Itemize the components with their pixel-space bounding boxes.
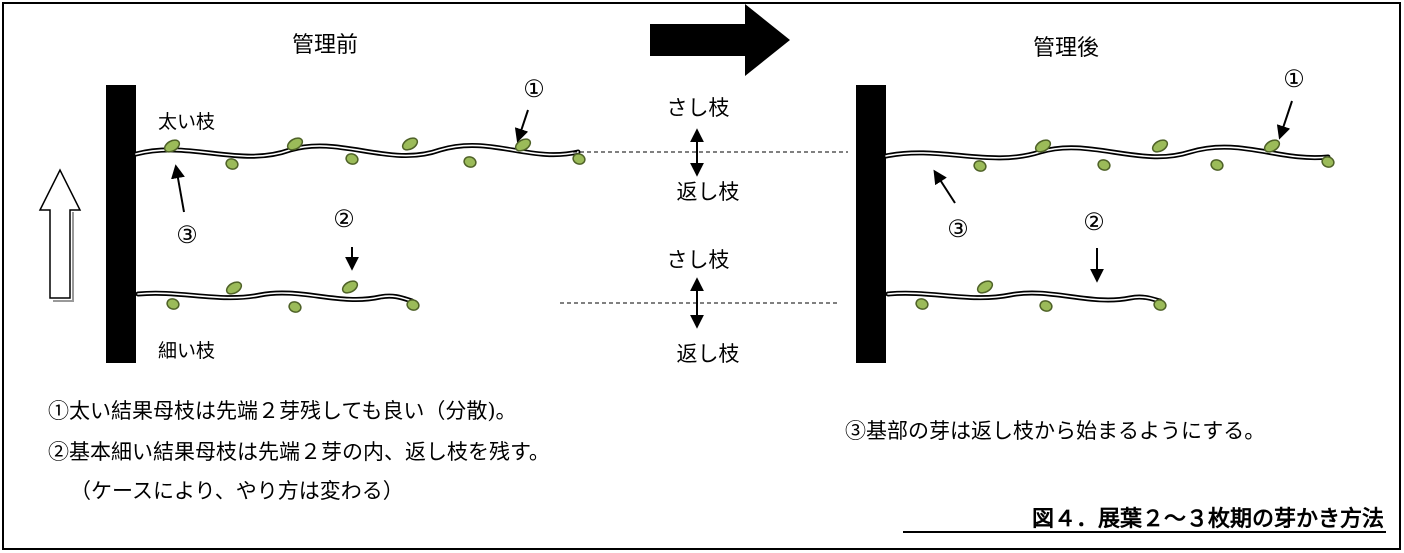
bud — [225, 281, 243, 295]
lower-sashi-label: さし枝 — [667, 248, 730, 272]
thick-branch-label: 太い枝 — [158, 111, 215, 133]
arrow-3-before — [171, 164, 185, 213]
bud — [341, 280, 359, 294]
bud — [1097, 159, 1111, 171]
bud — [1263, 139, 1281, 153]
bud — [572, 153, 586, 165]
upper-kaeshi-label: 返し枝 — [677, 180, 740, 204]
buds-thin-before — [166, 280, 420, 313]
bud — [973, 160, 987, 172]
upper-sashi-label: さし枝 — [667, 96, 730, 120]
note-line-1: ①太い結果母枝は先端２芽残しても良い（分散)。 — [48, 399, 517, 423]
buds-thin-after — [915, 280, 1167, 312]
note-line-3: （ケースにより、やり方は変わる） — [70, 479, 404, 503]
buds-thick-before — [163, 137, 586, 170]
thin-branch-before — [135, 290, 415, 304]
note-line-2: ②基本細い結果母枝は先端２芽の内、返し枝を残す。 — [48, 440, 550, 464]
bud — [1151, 139, 1169, 153]
bud — [1034, 139, 1052, 153]
figure-caption: 図４．展葉２～３枚期の芽かき方法 — [1032, 506, 1384, 532]
marker-1-after: ① — [1283, 65, 1305, 93]
note-line-4: ③基部の芽は返し枝から始まるようにする。 — [845, 419, 1265, 443]
thick-branch-after — [883, 144, 1331, 161]
buds-thick-after — [973, 139, 1335, 172]
trunk-after — [856, 85, 886, 363]
bud — [166, 298, 180, 310]
arrow-3-after — [933, 169, 956, 204]
bud — [1321, 156, 1335, 168]
bud — [286, 137, 304, 151]
bud — [401, 137, 419, 151]
hollow-up-arrow-icon — [38, 168, 82, 299]
bud — [288, 301, 302, 313]
bud — [406, 299, 420, 311]
arrow-1-before — [514, 109, 529, 143]
bud — [976, 280, 994, 294]
after-title: 管理後 — [1033, 36, 1099, 61]
bud — [1210, 159, 1224, 171]
bud — [163, 139, 181, 153]
arrow-1-after — [1276, 100, 1293, 140]
bud — [225, 158, 239, 170]
bud — [1153, 299, 1167, 311]
bud — [915, 298, 929, 310]
bud — [345, 153, 359, 165]
thin-branch-after — [885, 290, 1163, 304]
bud — [1039, 300, 1053, 312]
big-right-arrow-icon — [650, 4, 790, 76]
bud — [463, 156, 477, 168]
marker-2-after: ② — [1083, 208, 1105, 236]
thick-branch-before — [133, 142, 581, 159]
marker-3-before: ③ — [176, 221, 198, 249]
thin-branch-label: 細い枝 — [158, 340, 215, 362]
before-title: 管理前 — [292, 33, 358, 58]
marker-2-before: ② — [333, 205, 355, 233]
trunk-before — [106, 85, 136, 363]
marker-3-after: ③ — [947, 215, 969, 243]
marker-1-before: ① — [523, 75, 545, 103]
lower-kaeshi-label: 返し枝 — [677, 342, 740, 366]
